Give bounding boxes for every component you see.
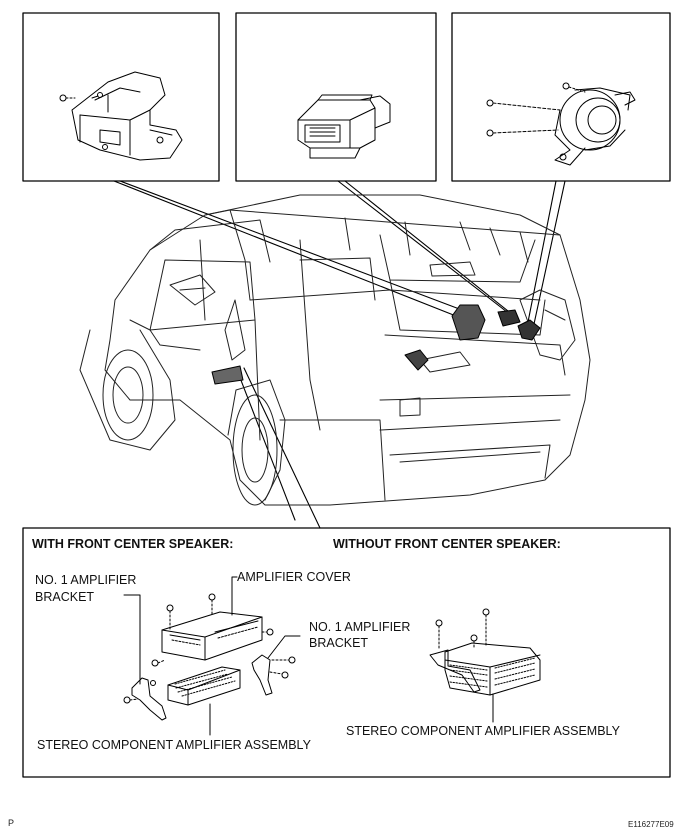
label-amplifier-cover: AMPLIFIER COVER bbox=[237, 570, 351, 584]
vehicle-outline bbox=[79, 194, 591, 506]
exploded-view-leaders bbox=[123, 576, 301, 736]
exploded-view-with-center bbox=[123, 593, 296, 721]
exploded-view-without-center bbox=[429, 608, 541, 723]
label-stereo-component-amplifier-assembly-right: STEREO COMPONENT AMPLIFIER ASSEMBLY bbox=[346, 724, 620, 738]
leader-lines bbox=[113, 180, 566, 529]
label-no1-amplifier-bracket-left-line1: NO. 1 AMPLIFIER bbox=[35, 573, 137, 587]
label-no1-amplifier-bracket-right-line2: BRACKET bbox=[309, 636, 369, 650]
callout-box-connector bbox=[235, 12, 437, 182]
vehicle-parts bbox=[211, 304, 541, 385]
callout-box-speaker bbox=[451, 12, 671, 182]
callout-box-bracket bbox=[22, 12, 220, 182]
label-no1-amplifier-bracket-right-line1: NO. 1 AMPLIFIER bbox=[309, 620, 411, 634]
header-without-front-center-speaker: WITHOUT FRONT CENTER SPEAKER: bbox=[333, 537, 561, 551]
footer-page-marker: P bbox=[8, 818, 15, 828]
label-no1-amplifier-bracket-left-line2: BRACKET bbox=[35, 590, 95, 604]
lower-frame bbox=[22, 527, 671, 778]
label-stereo-component-amplifier-assembly-left: STEREO COMPONENT AMPLIFIER ASSEMBLY bbox=[37, 738, 311, 752]
header-with-front-center-speaker: WITH FRONT CENTER SPEAKER: bbox=[32, 537, 234, 551]
footer-figure-id: E116277E09 bbox=[628, 820, 674, 829]
